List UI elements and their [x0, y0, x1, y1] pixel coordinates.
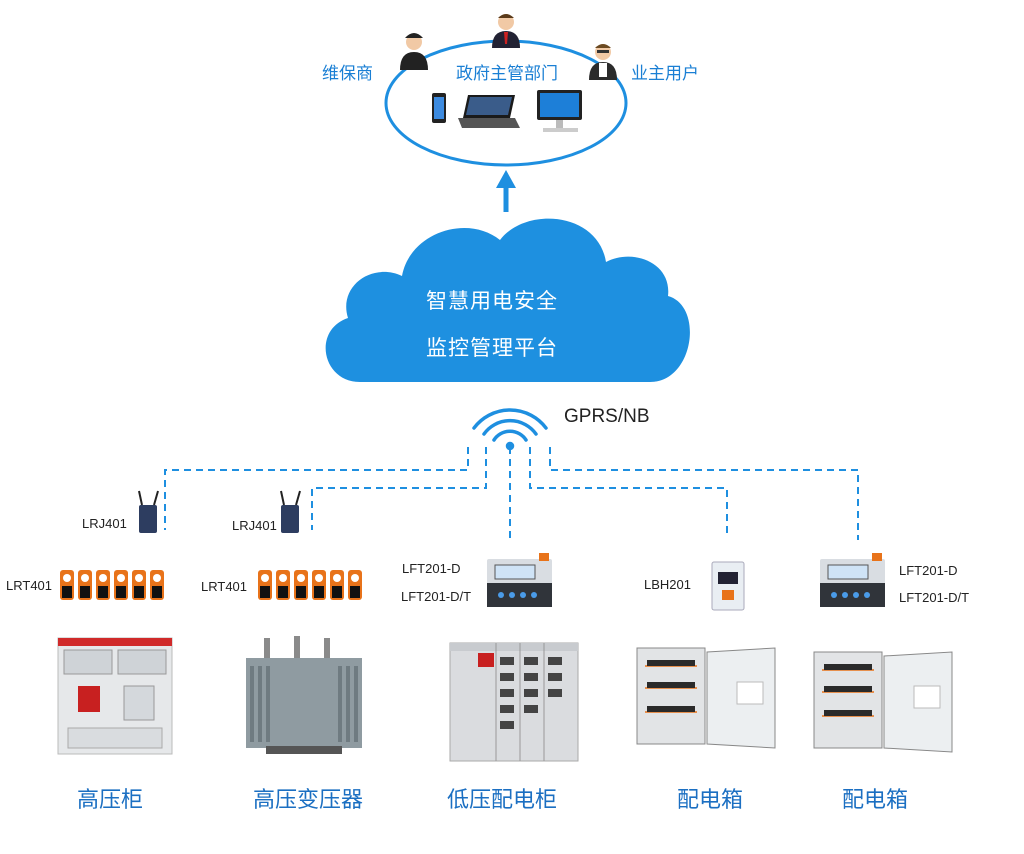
government-person-icon: [492, 14, 520, 48]
equipment-label: 低压配电柜: [447, 788, 558, 813]
wireless-signal-icon: [472, 408, 548, 451]
gateway-device-icon: [138, 490, 159, 533]
desktop-icon: [537, 90, 582, 132]
platform-title-line1: 智慧用电安全: [426, 289, 558, 313]
owner-person-icon: [589, 44, 617, 80]
high-voltage-cabinet-image: [57, 637, 173, 755]
monitor-label: LFT201-D/T: [401, 589, 472, 604]
monitor-label: LFT201-D/T: [899, 590, 970, 605]
distribution-box-image: [813, 651, 953, 753]
low-voltage-switchgear-image: [449, 642, 579, 762]
gateway-label: LRJ401: [82, 516, 127, 531]
temperature-sensor-group: [60, 570, 164, 600]
transformer-image: [246, 636, 362, 754]
equipment-label: 配电箱: [677, 788, 744, 813]
monitor-device-icon: [820, 553, 885, 607]
network-label: GPRS/NB: [564, 406, 650, 427]
laptop-icon: [458, 95, 520, 128]
monitor-label: LFT201-D: [899, 563, 958, 578]
monitor-label: LFT201-D: [402, 561, 461, 576]
phone-icon: [432, 93, 446, 123]
temperature-sensor-group: [258, 570, 362, 600]
distribution-box-image: [636, 647, 776, 749]
breaker-device-icon: [711, 561, 745, 611]
monitor-device-icon: [487, 553, 552, 607]
sensor-label: LRT401: [6, 578, 53, 593]
gateway-device-icon: [280, 490, 301, 533]
equipment-label: 配电箱: [842, 788, 909, 813]
platform-cloud: [325, 218, 690, 382]
maintainer-person-icon: [400, 33, 428, 70]
equipment-label: 高压柜: [77, 788, 144, 813]
equipment-label: 高压变压器: [253, 788, 364, 813]
gateway-label: LRJ401: [232, 518, 277, 533]
platform-title-line2: 监控管理平台: [426, 336, 558, 360]
network-dashed-lines: [164, 447, 859, 540]
government-label: 政府主管部门: [456, 64, 558, 84]
breaker-label: LBH201: [644, 577, 691, 592]
upload-arrow: [496, 170, 516, 212]
sensor-label: LRT401: [201, 579, 248, 594]
owner-label: 业主用户: [631, 64, 699, 84]
maintainer-label: 维保商: [322, 64, 373, 84]
